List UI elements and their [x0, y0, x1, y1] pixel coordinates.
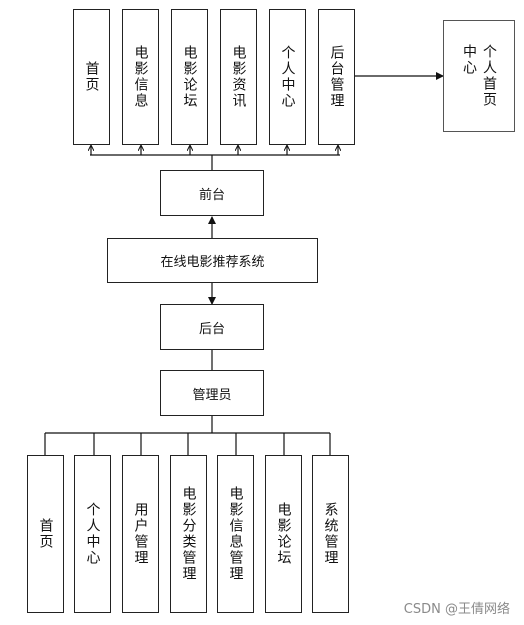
node-home-label: 首页 — [83, 61, 100, 93]
node-movie-forum-label: 电影论坛 — [181, 45, 198, 109]
node-movie-news: 电影资讯 — [220, 9, 257, 145]
node-backend-management: 后台管理 — [318, 9, 355, 145]
node-backend-management-label: 后台管理 — [328, 45, 345, 109]
node-system: 在线电影推荐系统 — [107, 238, 318, 283]
admin-node-movie-forum: 电影论坛 — [265, 455, 302, 613]
admin-node-personal-center: 个人中心 — [74, 455, 111, 613]
node-admin: 管理员 — [160, 370, 264, 416]
node-personal-home-center-label: 个人首页中心 — [461, 44, 497, 108]
admin-node-category-management: 电影分类管理 — [170, 455, 207, 613]
node-system-label: 在线电影推荐系统 — [160, 255, 265, 270]
admin-node-movie-info-management-label: 电影信息管理 — [227, 486, 244, 582]
node-personal-center: 个人中心 — [269, 9, 306, 145]
node-movie-info-label: 电影信息 — [132, 45, 149, 109]
admin-node-user-management: 用户管理 — [122, 455, 159, 613]
node-movie-news-label: 电影资讯 — [230, 45, 247, 109]
admin-node-user-management-label: 用户管理 — [132, 502, 149, 566]
admin-node-home-label: 首页 — [37, 518, 54, 550]
node-personal-center-label: 个人中心 — [279, 45, 296, 109]
admin-node-movie-forum-label: 电影论坛 — [275, 502, 292, 566]
admin-node-movie-info-management: 电影信息管理 — [217, 455, 254, 613]
watermark-text: CSDN @王倩网络 — [403, 602, 510, 617]
node-backend-label: 后台 — [198, 321, 225, 337]
admin-node-system-management: 系统管理 — [312, 455, 349, 613]
node-admin-label: 管理员 — [192, 387, 232, 403]
node-frontend: 前台 — [160, 170, 264, 216]
node-movie-forum: 电影论坛 — [171, 9, 208, 145]
admin-node-personal-center-label: 个人中心 — [84, 502, 101, 566]
node-backend: 后台 — [160, 304, 264, 350]
node-personal-home-center: 个人首页中心 — [443, 20, 515, 132]
admin-node-system-management-label: 系统管理 — [322, 502, 339, 566]
admin-node-home: 首页 — [27, 455, 64, 613]
admin-node-category-management-label: 电影分类管理 — [180, 486, 197, 582]
node-home: 首页 — [73, 9, 110, 145]
node-frontend-label: 前台 — [198, 187, 225, 203]
node-movie-info: 电影信息 — [122, 9, 159, 145]
